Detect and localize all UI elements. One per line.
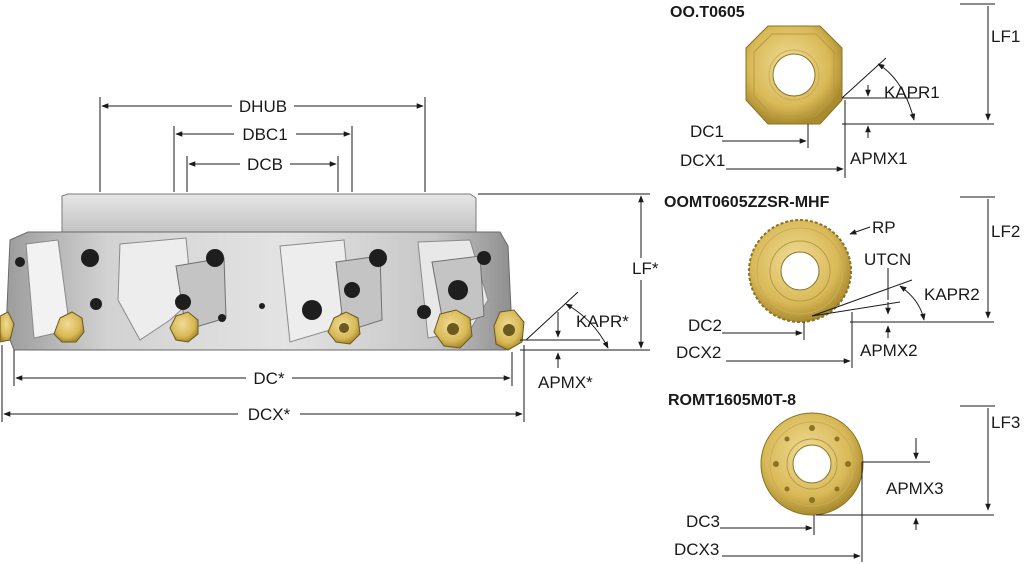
apmx-label: APMX* [538, 373, 593, 392]
dhub-label: DHUB [239, 97, 287, 116]
lf1-label: LF1 [991, 27, 1020, 46]
kapr1-arc [877, 63, 916, 121]
apmx2-label: APMX2 [860, 341, 918, 360]
insert-hole [780, 251, 820, 291]
clamp-screw [477, 251, 491, 265]
clamp-screw [417, 305, 431, 319]
clamp-screw [369, 249, 387, 267]
lf-label: LF* [632, 259, 659, 278]
dc2-label: DC2 [688, 316, 722, 335]
clamp-screw [206, 249, 224, 267]
lf2-label: LF2 [991, 222, 1020, 241]
cutter-insert [0, 311, 15, 343]
clamp-screw [218, 314, 226, 322]
insert-hole [792, 444, 832, 484]
cutter-hub [61, 193, 477, 239]
clamp-screw [448, 280, 468, 300]
clamp-screw [175, 294, 191, 310]
insert-detail-2: OOMT0605ZZSR-MHF LF2 RP UTCN KAPR2 DC2 D… [664, 194, 1020, 368]
insert-1-name: OO.T0605 [670, 4, 745, 21]
dcx1-label: DCX1 [680, 151, 725, 170]
kapr2-label: KAPR2 [924, 285, 980, 304]
insert-hole [772, 53, 816, 97]
dc3-label: DC3 [686, 512, 720, 531]
cutter-insert [169, 311, 199, 343]
dcx2-label: DCX2 [676, 343, 721, 362]
insert-detail-3: ROMT1605M0T-8 LF3 APMX3 DC3 DCX3 [668, 392, 1020, 562]
clamp-screw [81, 249, 99, 267]
cutter-body [0, 193, 525, 351]
apmx3-label: APMX3 [886, 479, 944, 498]
clamp-screw [344, 282, 360, 298]
dcx3-label: DCX3 [674, 540, 719, 559]
insert-2-name: OOMT0605ZZSR-MHF [664, 194, 830, 211]
clamp-screw [302, 300, 322, 320]
kapr2-arc [899, 285, 926, 321]
dcx-label: DCX* [248, 405, 291, 424]
dc-label: DC* [253, 369, 285, 388]
clamp-screw [90, 298, 102, 310]
kapr-label: KAPR* [576, 312, 629, 331]
dbc1-label: DBC1 [242, 125, 287, 144]
dc1-label: DC1 [690, 122, 724, 141]
lf3-label: LF3 [991, 413, 1020, 432]
utcn-label: UTCN [864, 250, 911, 269]
cutter-dimensions: DHUB DBC1 DCB LF* KAPR* APMX* DC* [1, 95, 670, 425]
insert-detail-1: OO.T0605 LF1 KAPR1 DC1 DCX1 APMX1 [670, 3, 1020, 178]
insert-3-name: ROMT1605M0T-8 [668, 392, 796, 409]
cutter-insert [493, 309, 525, 351]
cutter-insert [53, 311, 85, 343]
chip-pocket [117, 237, 193, 341]
cutter-insert [327, 311, 361, 345]
apmx1-label: APMX1 [850, 149, 908, 168]
kapr1-label: KAPR1 [884, 83, 940, 102]
kapr-arc [565, 303, 609, 349]
dcb-label: DCB [247, 155, 283, 174]
clamp-screw [259, 303, 265, 309]
cutter-insert [433, 309, 473, 349]
clamp-screw [15, 257, 25, 267]
rp-label: RP [872, 218, 896, 237]
